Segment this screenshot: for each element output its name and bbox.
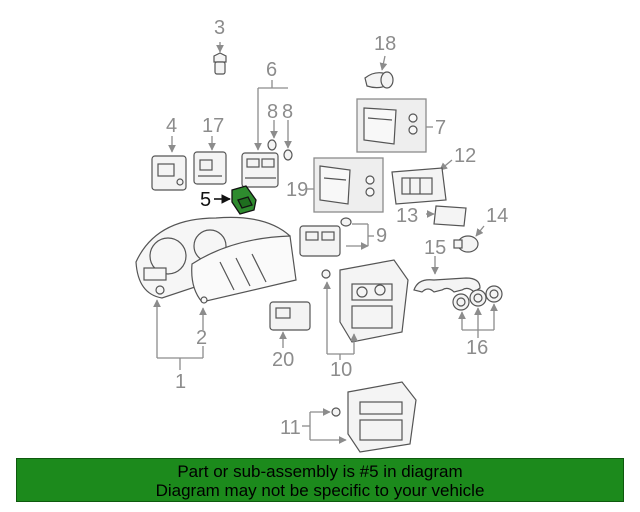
callout-15: 15 [424,237,447,259]
part-2-lens[interactable] [191,235,297,304]
callout-1: 1 [175,371,187,393]
callout-4: 4 [166,115,178,137]
part-3-clip[interactable] [213,52,227,75]
part-5-highlighted[interactable] [231,185,257,215]
part-10-panel[interactable] [321,259,409,343]
part-8-bulb[interactable] [267,139,293,161]
callout-19: 19 [286,179,309,201]
banner-line-1: Part or sub-assembly is #5 in diagram [177,462,463,481]
callout-13: 13 [396,205,419,227]
callout-18: 18 [374,33,397,55]
part-4-switch[interactable] [151,155,187,191]
callout-20: 20 [272,349,295,371]
part-12-module[interactable] [391,167,447,205]
part-20-switch[interactable] [269,301,311,331]
callout-14: 14 [486,205,509,227]
part-13-plate[interactable] [433,205,467,227]
notice-banner: Part or sub-assembly is #5 in diagram Di… [16,458,624,502]
callout-5: 5 [200,189,212,211]
callout-6: 6 [266,59,278,81]
callout-8-left: 8 [267,101,279,123]
part-9-switch[interactable] [299,217,352,257]
callout-10: 10 [330,359,353,381]
callout-7: 7 [435,117,447,139]
parts-diagram [135,42,503,453]
callout-17: 17 [202,115,225,137]
part-15-bezel[interactable] [413,277,481,293]
callout-2: 2 [196,327,208,349]
part-19-switch[interactable] [319,165,375,205]
part-18-socket[interactable] [364,71,394,89]
callout-16: 16 [466,337,489,359]
callout-11: 11 [280,417,301,439]
banner-line-2: Diagram may not be specific to your vehi… [155,481,485,500]
callout-9: 9 [376,225,388,247]
part-17-switch[interactable] [193,151,227,185]
callout-8-right: 8 [282,101,294,123]
part-7-switch[interactable] [363,107,418,145]
part-6-switch[interactable] [241,152,279,188]
part-14-sensor[interactable] [453,235,479,253]
callout-12: 12 [454,145,477,167]
part-11-panel[interactable] [331,381,417,453]
part-16-knob[interactable] [452,285,503,311]
callout-3: 3 [214,17,226,39]
